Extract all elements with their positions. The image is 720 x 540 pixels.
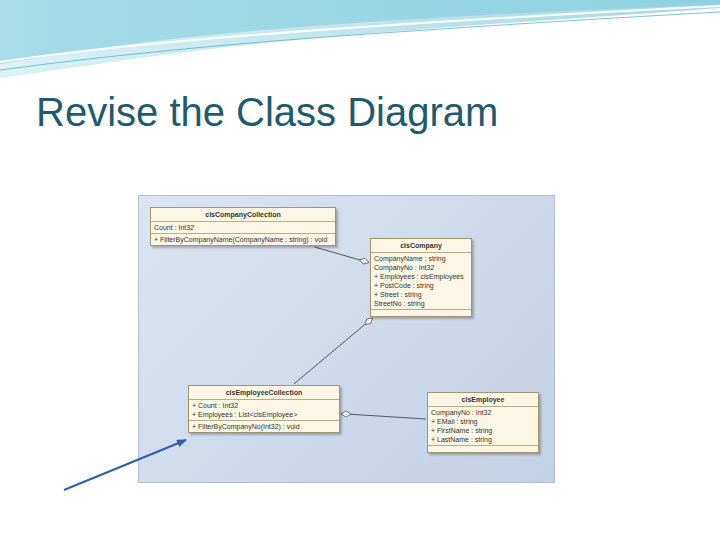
class-attribute: StreetNo : string: [374, 299, 425, 308]
method-compartment: [428, 445, 538, 452]
attribute-compartment: CompanyName : stringCompanyNo : Int32+ E…: [371, 252, 471, 309]
class-header: clsCompanyCollection: [151, 208, 335, 221]
class-attribute: + Count : Int32: [192, 401, 238, 410]
uml-class-box: clsEmployeeCollection + Count : Int32+ Em…: [188, 385, 340, 433]
uml-class-box: clsEmployeeCompanyNo : Int32+ EMail : st…: [427, 392, 539, 453]
slide-title: Revise the Class Diagram: [36, 90, 498, 135]
method-compartment: + FilterByCompanyNo(Int32) : void: [189, 420, 339, 432]
class-attribute: + Street : string: [374, 290, 422, 299]
aggregation-line: [315, 247, 370, 263]
class-attribute: + PostCode : string: [374, 281, 434, 290]
class-method: + FilterByCompanyName(CompanyName : stri…: [154, 235, 327, 244]
class-attribute: CompanyNo : Int32: [374, 263, 434, 272]
class-attribute: + Employees : List<clsEmployee>: [192, 410, 297, 419]
class-attribute: Count : Int32: [154, 223, 194, 232]
class-name: clsEmployeeCollection: [226, 388, 303, 397]
class-name: clsEmployee: [462, 395, 505, 404]
class-attribute: + LastName : string: [431, 435, 492, 444]
class-header: clsEmployee: [428, 393, 538, 406]
uml-class-box: clsCompanyCollectionCount : Int32 + Filte…: [150, 207, 336, 246]
class-header: clsCompany: [371, 239, 471, 252]
aggregation-line: [341, 414, 426, 419]
class-attribute: + Employees : clsEmployees: [374, 272, 464, 281]
class-attribute: CompanyName : string: [374, 254, 446, 263]
method-compartment: [371, 309, 471, 316]
class-attribute: CompanyNo : Int32: [431, 408, 491, 417]
class-header: clsEmployeeCollection: [189, 386, 339, 399]
class-name: clsCompanyCollection: [205, 210, 280, 219]
header-banner: [0, 0, 720, 80]
attribute-compartment: + Count : Int32+ Employees : List<clsEmp…: [189, 399, 339, 420]
aggregation-line: [294, 318, 373, 384]
uml-class-box: clsCompanyCompanyName : stringCompanyNo …: [370, 238, 472, 317]
class-attribute: + FirstName : string: [431, 426, 492, 435]
method-compartment: + FilterByCompanyName(CompanyName : stri…: [151, 233, 335, 245]
class-method: + FilterByCompanyNo(Int32) : void: [192, 422, 300, 431]
class-name: clsCompany: [400, 241, 442, 250]
class-attribute: + EMail : string: [431, 417, 478, 426]
attribute-compartment: CompanyNo : Int32+ EMail : string+ First…: [428, 406, 538, 445]
attribute-compartment: Count : Int32: [151, 221, 335, 233]
